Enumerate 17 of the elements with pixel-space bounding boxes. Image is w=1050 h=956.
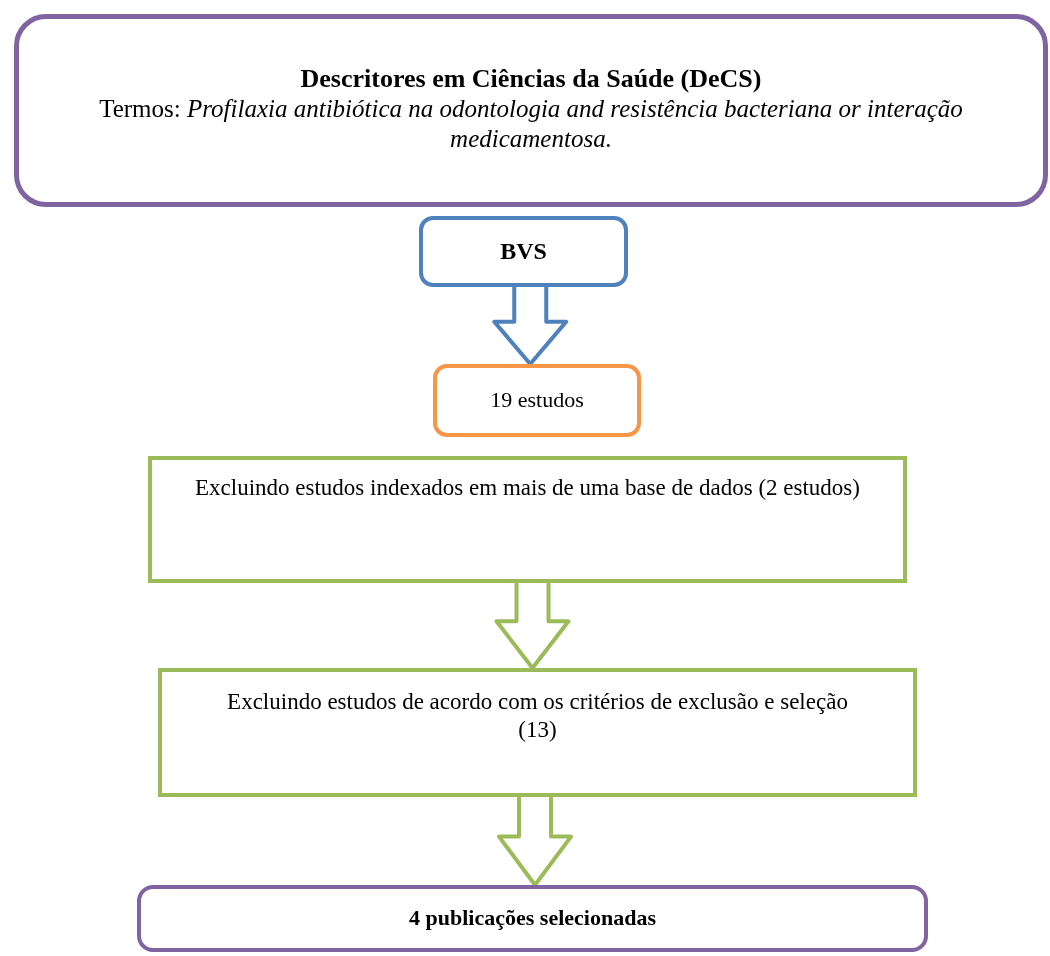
rounded-box xyxy=(14,14,1048,207)
block-arrow xyxy=(492,285,569,366)
block-arrow xyxy=(494,581,571,670)
box-text: (13) xyxy=(518,715,557,744)
box-text: BVS xyxy=(500,237,547,266)
box-text: 4 publicações selecionadas xyxy=(409,905,656,932)
process-box xyxy=(158,668,917,797)
box-text: Termos: Profilaxia antibiótica na odontologia and resistência bacteriana or interação medicamentosa. xyxy=(98,94,964,155)
block-arrow xyxy=(497,795,573,887)
rounded-box xyxy=(137,885,928,952)
box-heading: Excluindo estudos de acordo com os critérios de exclusão e seleção xyxy=(227,688,848,716)
process-box xyxy=(148,456,907,583)
box-heading: Descritores em Ciências da Saúde (DeCS) xyxy=(300,63,762,95)
box-text: 19 estudos xyxy=(490,387,584,414)
box-text: Excluindo estudos indexados em mais de uma base de dados (2 estudos) xyxy=(195,474,860,502)
rounded-box xyxy=(419,216,628,287)
rounded-box xyxy=(433,364,641,437)
